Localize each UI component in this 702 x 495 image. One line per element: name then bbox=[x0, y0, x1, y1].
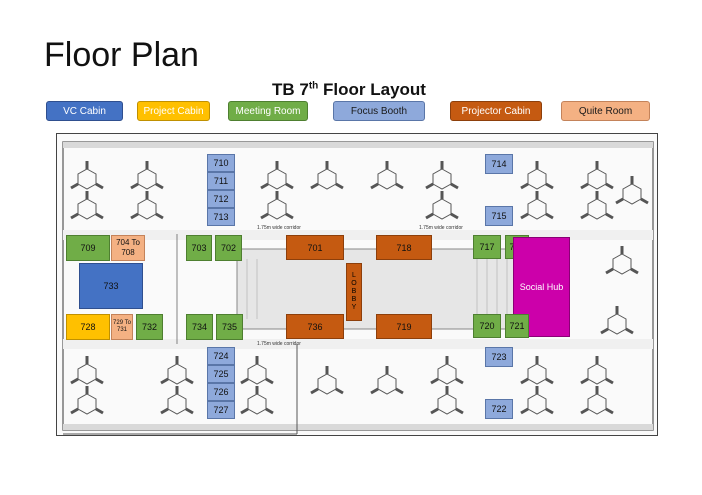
room-704-to-708: 704 To 708 bbox=[111, 235, 145, 261]
room-736: 736 bbox=[286, 314, 344, 339]
legend-quite-room: Quite Room bbox=[561, 101, 650, 121]
room-712: 712 bbox=[207, 190, 235, 208]
room-723: 723 bbox=[485, 347, 513, 367]
room-710: 710 bbox=[207, 154, 235, 172]
page-title: Floor Plan bbox=[44, 36, 199, 74]
layout-title-main: TB 7 bbox=[272, 80, 309, 99]
room-718: 718 bbox=[376, 235, 432, 260]
room-715: 715 bbox=[485, 206, 513, 226]
corridor-label-upper-left: 1.75m wide corridor bbox=[257, 225, 301, 231]
lobby-letter-3: B bbox=[351, 288, 357, 295]
room-717: 717 bbox=[473, 235, 501, 259]
floor-plan-background bbox=[62, 141, 654, 435]
legend-project-cabin: Project Cabin bbox=[137, 101, 210, 121]
room-727: 727 bbox=[207, 401, 235, 419]
lobby-letter-1: L bbox=[352, 272, 356, 279]
room-733: 733 bbox=[79, 263, 143, 309]
room-711: 711 bbox=[207, 172, 235, 190]
legend-meeting-room: Meeting Room bbox=[228, 101, 308, 121]
room-735: 735 bbox=[216, 314, 243, 340]
legend-projector-cabin: Projector Cabin bbox=[450, 101, 542, 121]
room-721: 721 bbox=[505, 314, 529, 338]
room-732: 732 bbox=[136, 314, 163, 340]
room-726: 726 bbox=[207, 383, 235, 401]
room-713: 713 bbox=[207, 208, 235, 226]
lobby: L O B B Y bbox=[346, 263, 362, 321]
room-709: 709 bbox=[66, 235, 110, 261]
room-703: 703 bbox=[186, 235, 212, 261]
room-702: 702 bbox=[215, 235, 242, 261]
corridor-label-lower: 1.75m wide corridor bbox=[257, 341, 301, 347]
lobby-letter-4: B bbox=[351, 296, 357, 303]
room-725: 725 bbox=[207, 365, 235, 383]
room-728: 728 bbox=[66, 314, 110, 340]
room-722: 722 bbox=[485, 399, 513, 419]
lobby-letter-5: Y bbox=[351, 304, 357, 311]
room-734: 734 bbox=[186, 314, 213, 340]
room-720: 720 bbox=[473, 314, 501, 338]
room-714: 714 bbox=[485, 154, 513, 174]
layout-title: TB 7th Floor Layout bbox=[272, 80, 426, 100]
legend-focus-booth: Focus Booth bbox=[333, 101, 425, 121]
room-719: 719 bbox=[376, 314, 432, 339]
room-701: 701 bbox=[286, 235, 344, 260]
floor-plan: 710 711 712 713 714 715 1.75m wide corri… bbox=[56, 133, 658, 436]
room-729-to-731: 729 To 731 bbox=[111, 314, 133, 340]
lobby-letter-2: O bbox=[351, 280, 357, 287]
room-724: 724 bbox=[207, 347, 235, 365]
legend-vc-cabin: VC Cabin bbox=[46, 101, 123, 121]
corridor-label-upper-right: 1.75m wide corridor bbox=[419, 225, 463, 231]
layout-title-rest: Floor Layout bbox=[318, 80, 426, 99]
layout-title-sup: th bbox=[308, 80, 319, 92]
